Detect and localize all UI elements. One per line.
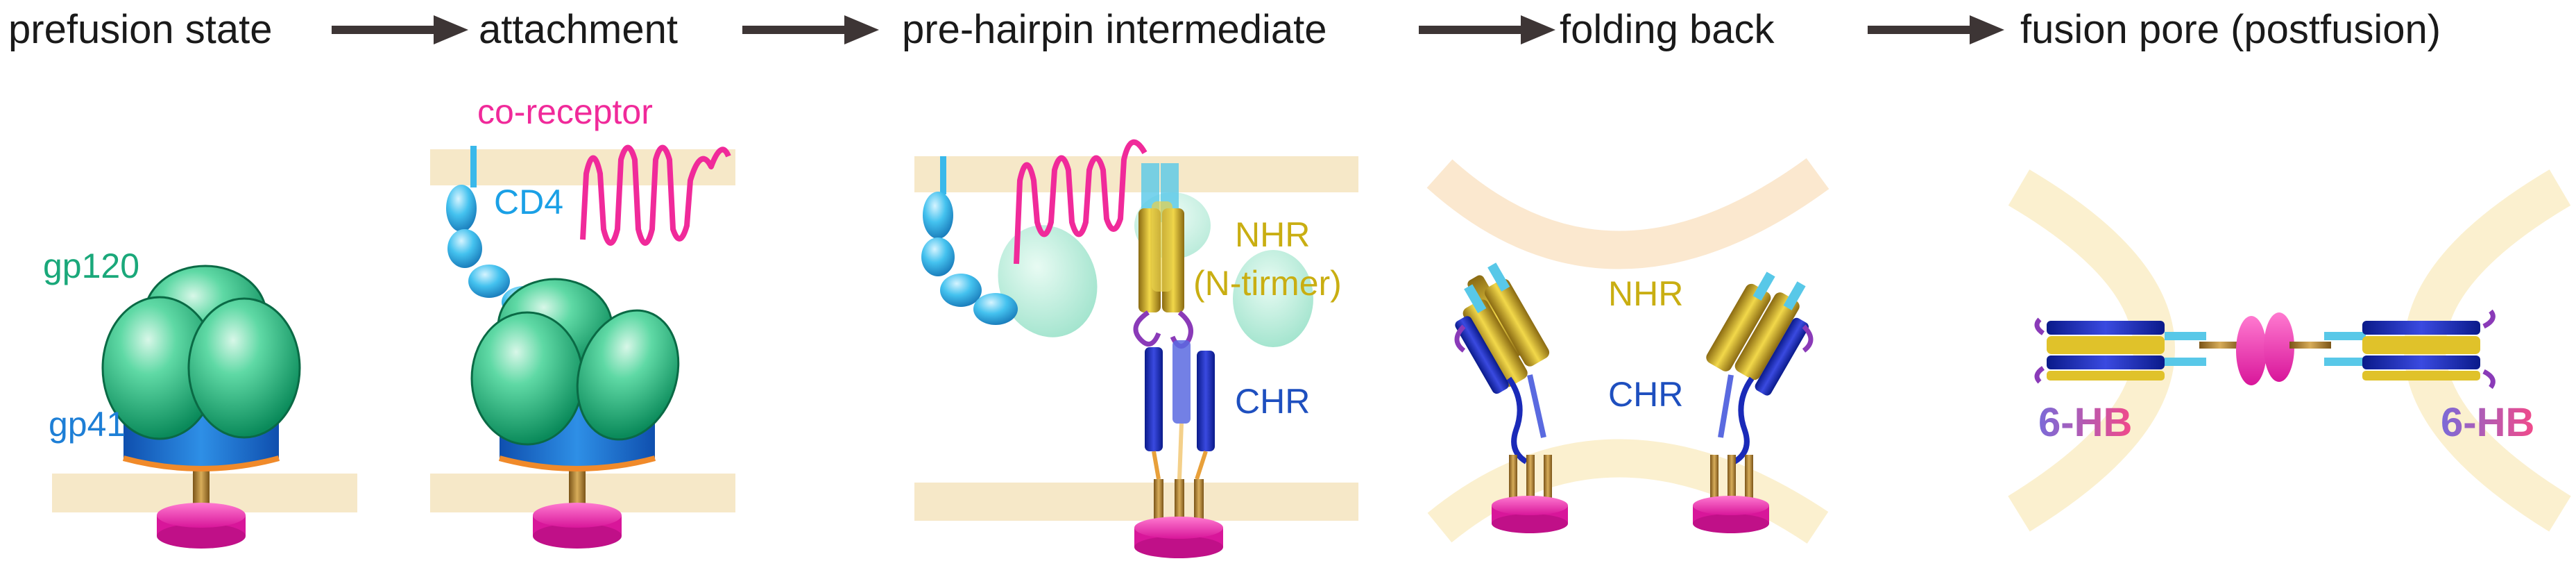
gp41-label: gp41	[49, 405, 126, 444]
ghost-gp120	[1233, 250, 1313, 347]
membrane-band	[914, 483, 1358, 521]
target-membrane-band	[430, 149, 735, 185]
step-label-prefusion: prefusion state	[8, 7, 272, 52]
six-hb-label-left: 6-HB	[2038, 400, 2132, 445]
cd4-tail	[940, 156, 946, 194]
arrow-icon	[332, 15, 468, 44]
arrow-icon	[742, 15, 879, 44]
nhr-label: NHR	[1235, 215, 1310, 254]
anchor-disc	[533, 503, 622, 549]
cd4-label: CD4	[494, 183, 563, 221]
step-label-pre-hairpin: pre-hairpin intermediate	[902, 7, 1327, 52]
six-helix-bundle-left	[1454, 262, 1568, 533]
gp120-label: gp120	[43, 246, 139, 285]
ghost-gp120	[998, 225, 1098, 337]
panel-fusion-pore: 6-HB 6-HB	[2008, 169, 2571, 532]
chr-label: CHR	[1608, 375, 1683, 414]
chr-helices	[1145, 340, 1215, 451]
step-label-fusion-pore: fusion pore (postfusion)	[2020, 7, 2441, 52]
step-titles: prefusion state attachment pre-hairpin i…	[8, 7, 2441, 52]
gp120-trimer	[470, 278, 680, 446]
coreceptor-label: co-receptor	[477, 92, 653, 131]
nhr-label: NHR	[1608, 274, 1683, 313]
cd4-tail	[470, 146, 477, 187]
chr-label: CHR	[1235, 382, 1310, 421]
viral-membrane-arc	[1427, 439, 1829, 544]
anchor-disc	[1492, 496, 1568, 533]
step-label-attachment: attachment	[479, 7, 678, 52]
gp120-trimer	[101, 265, 301, 440]
six-hb-label-right: 6-HB	[2441, 400, 2534, 445]
six-helix-bundle-right	[2264, 309, 2496, 390]
arrow-icon	[1419, 15, 1555, 44]
panel-attachment: CD4 co-receptor	[430, 92, 735, 549]
anchor-disc	[157, 503, 246, 549]
anchor-disc	[2264, 312, 2294, 382]
n-trimer-label: (N-tirmer)	[1193, 264, 1342, 303]
cd4-chain	[921, 192, 1018, 325]
anchor-disc	[1693, 496, 1769, 533]
six-helix-bundle-right	[1693, 271, 1814, 533]
six-helix-bundle-left	[2034, 316, 2267, 385]
coreceptor-helices	[1014, 139, 1148, 265]
target-membrane-band	[914, 156, 1358, 192]
panel-pre-hairpin: NHR (N-tirmer) CHR	[914, 139, 1358, 558]
coreceptor-helices	[580, 144, 731, 246]
step-arrows	[332, 15, 2004, 44]
stalks	[1154, 479, 1204, 528]
anchor-disc	[2236, 316, 2267, 385]
panel-prefusion: gp120 gp41	[43, 246, 357, 549]
arrow-icon	[1868, 15, 2004, 44]
panel-folding-back: NHR CHR	[1426, 158, 1829, 544]
target-membrane-arc	[1426, 158, 1829, 269]
anchor-disc	[1134, 517, 1223, 558]
nhr-trimer	[1138, 163, 1184, 312]
step-label-folding-back: folding back	[1560, 7, 1775, 52]
